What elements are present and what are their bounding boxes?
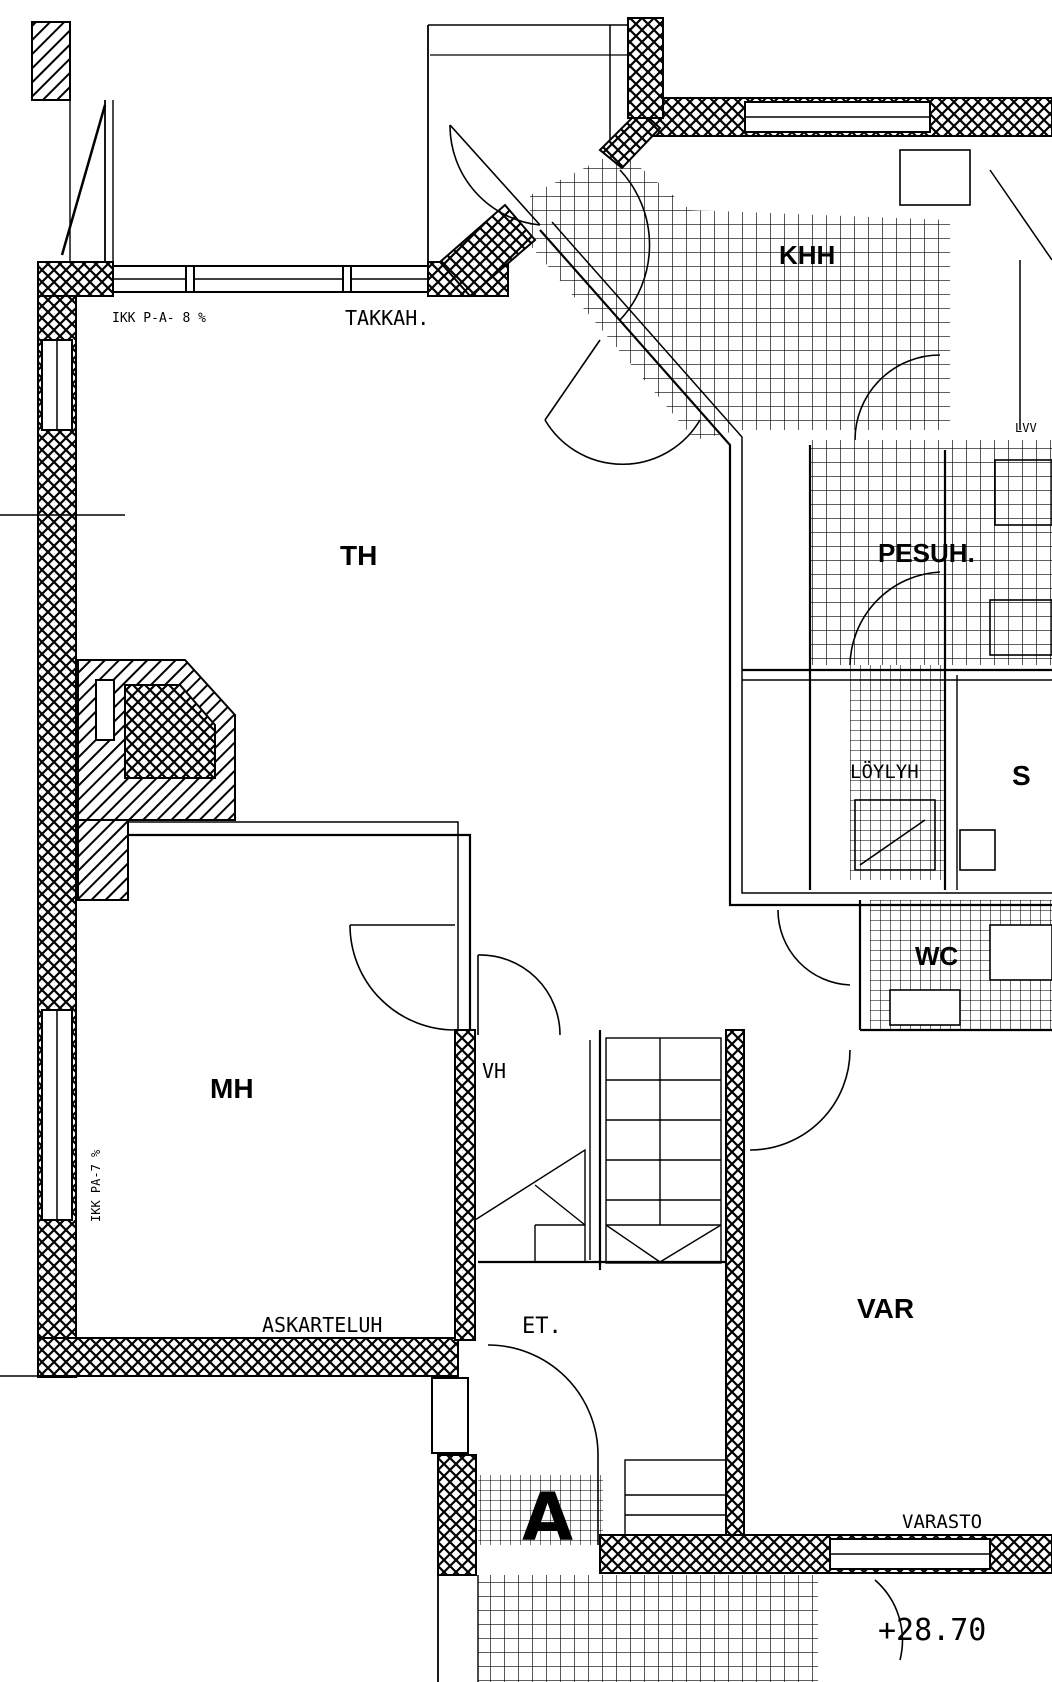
room-labels: TH KHH PESUH. S LÖYLYH WC MH VH VAR ET. <box>210 240 1031 1339</box>
door-th-north <box>544 419 701 466</box>
room-label-s: S <box>1012 760 1031 791</box>
tiled-floors <box>478 150 1052 1682</box>
pesuh-tile-floor <box>810 440 1052 665</box>
loylyh-tile-floor <box>850 665 945 880</box>
room-label-loylyh: LÖYLYH <box>850 760 919 783</box>
sauna-bench <box>854 799 936 871</box>
windows <box>41 101 991 1570</box>
annotation-takkah: TAKKAH. <box>345 306 429 330</box>
khh-counter <box>899 149 971 206</box>
sauna-stove <box>959 829 996 871</box>
annotation-elevation: +28.70 <box>878 1613 986 1648</box>
wall-south-west <box>37 1337 459 1377</box>
wall-khh-diagonal <box>539 229 1052 907</box>
room-label-vh: VH <box>482 1059 506 1083</box>
room-label-var: VAR <box>857 1293 914 1324</box>
khh-tile-floor <box>530 150 950 440</box>
annotation-lvv: LVV <box>1015 421 1037 435</box>
wc-toilet <box>989 924 1052 981</box>
wall-entry-west <box>437 1454 477 1576</box>
wall-north-pillar <box>627 17 664 119</box>
room-label-mh: MH <box>210 1073 254 1104</box>
wall-mh-north <box>128 833 472 1030</box>
annotation-ikk-side: IKK PA-7 % <box>89 1149 103 1222</box>
stairs <box>474 1037 727 1536</box>
annotation-varasto: VARASTO <box>902 1511 982 1533</box>
fireplace-firebox <box>124 684 216 779</box>
wall-north-west <box>37 261 114 297</box>
wc-sink <box>889 989 961 1026</box>
door-north-entry <box>449 124 541 226</box>
room-label-wc: WC <box>915 941 959 971</box>
pesuh-sink <box>989 599 1052 656</box>
room-label-th: TH <box>340 540 377 571</box>
door-var <box>749 1049 851 1151</box>
door-et <box>487 1344 599 1456</box>
wall-nw-post <box>31 21 71 101</box>
fireplace <box>77 659 236 901</box>
wall-diagonal-north <box>438 203 537 298</box>
door-wc <box>777 909 851 986</box>
annotation-entrance: A <box>522 1479 573 1556</box>
fixtures <box>854 149 1052 1026</box>
room-label-et: ET. <box>522 1314 562 1339</box>
door-porch <box>874 1579 904 1661</box>
wall-stair-east <box>725 1029 745 1536</box>
door-loylyh <box>849 571 941 666</box>
annotation-ikk-top: IKK P-A- 8 % <box>112 311 206 326</box>
room-label-pesuh: PESUH. <box>878 538 975 568</box>
porch-tile-floor <box>478 1575 818 1682</box>
door-khh-west <box>619 169 651 321</box>
interior-walls <box>0 24 1052 1682</box>
door-mh <box>349 924 456 1031</box>
window-entry-side <box>431 1377 469 1454</box>
annotations: TAKKAH. IKK P-A- 8 % IKK PA-7 % ASKARTEL… <box>89 306 1037 1648</box>
annotation-askarteluh: ASKARTELUH <box>262 1313 382 1337</box>
room-label-khh: KHH <box>779 240 835 270</box>
wall-diagonal-upper <box>598 108 662 170</box>
shower-unit <box>994 459 1052 526</box>
wall-vh-west <box>454 1029 476 1341</box>
door-pesuh <box>854 354 941 441</box>
doors <box>349 124 941 1661</box>
entry-tile-floor <box>478 1475 603 1545</box>
door-vh <box>477 954 561 1036</box>
